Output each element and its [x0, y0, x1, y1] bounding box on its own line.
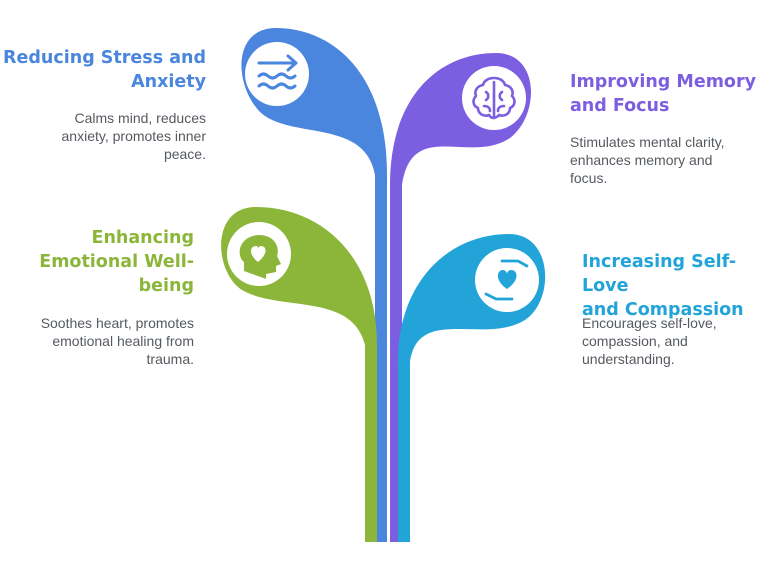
title-emotional-line-3: being	[138, 276, 194, 296]
desc-stress: Calms mind, reduces anxiety, promotes in…	[62, 109, 206, 163]
title-emotional-line-2: Emotional Well-	[39, 252, 194, 272]
title-self-love-line-2: and Compassion	[582, 300, 744, 320]
wave-arrow-icon	[257, 54, 298, 90]
title-memory-line-1: Improving Memory	[570, 72, 756, 92]
title-memory-line-2: and Focus	[570, 96, 670, 116]
stem-emotional	[221, 207, 377, 542]
title-emotional: Enhancing Emotional Well- being	[39, 226, 194, 298]
desc-self-love-line-1: Encourages self-love,	[582, 315, 717, 331]
desc-stress-line-3: peace.	[163, 146, 206, 162]
title-stress: Reducing Stress and Anxiety	[3, 46, 206, 94]
title-stress-line-1: Reducing Stress and	[3, 48, 206, 68]
desc-emotional-line-2: emotional healing from	[52, 333, 194, 349]
desc-memory: Stimulates mental clarity, enhances memo…	[570, 133, 725, 187]
head-heart-icon	[239, 235, 281, 279]
desc-memory-line-1: Stimulates mental clarity,	[570, 134, 725, 150]
desc-emotional-line-1: Soothes heart, promotes	[40, 315, 194, 331]
title-stress-line-2: Anxiety	[131, 72, 206, 92]
branch-emotional	[221, 207, 377, 542]
desc-emotional-line-3: trauma.	[146, 351, 194, 367]
desc-memory-line-2: enhances memory and	[570, 152, 713, 168]
desc-stress-line-2: anxiety, promotes inner	[61, 128, 206, 144]
desc-stress-line-1: Calms mind, reduces	[74, 110, 207, 126]
title-memory: Improving Memory and Focus	[570, 70, 756, 118]
desc-self-love: Encourages self-love, compassion, and un…	[582, 314, 717, 368]
brain-icon	[472, 76, 516, 120]
title-self-love-line-1: Increasing Self-Love	[582, 252, 737, 296]
hands-heart-icon	[484, 259, 529, 301]
desc-emotional: Soothes heart, promotes emotional healin…	[41, 314, 194, 368]
title-self-love: Increasing Self-Love and Compassion	[582, 250, 772, 322]
desc-self-love-line-3: understanding.	[582, 351, 675, 367]
title-emotional-line-1: Enhancing	[91, 228, 195, 248]
desc-memory-line-3: focus.	[570, 170, 608, 186]
desc-self-love-line-2: compassion, and	[582, 333, 688, 349]
icon-circle-stress	[245, 42, 309, 106]
